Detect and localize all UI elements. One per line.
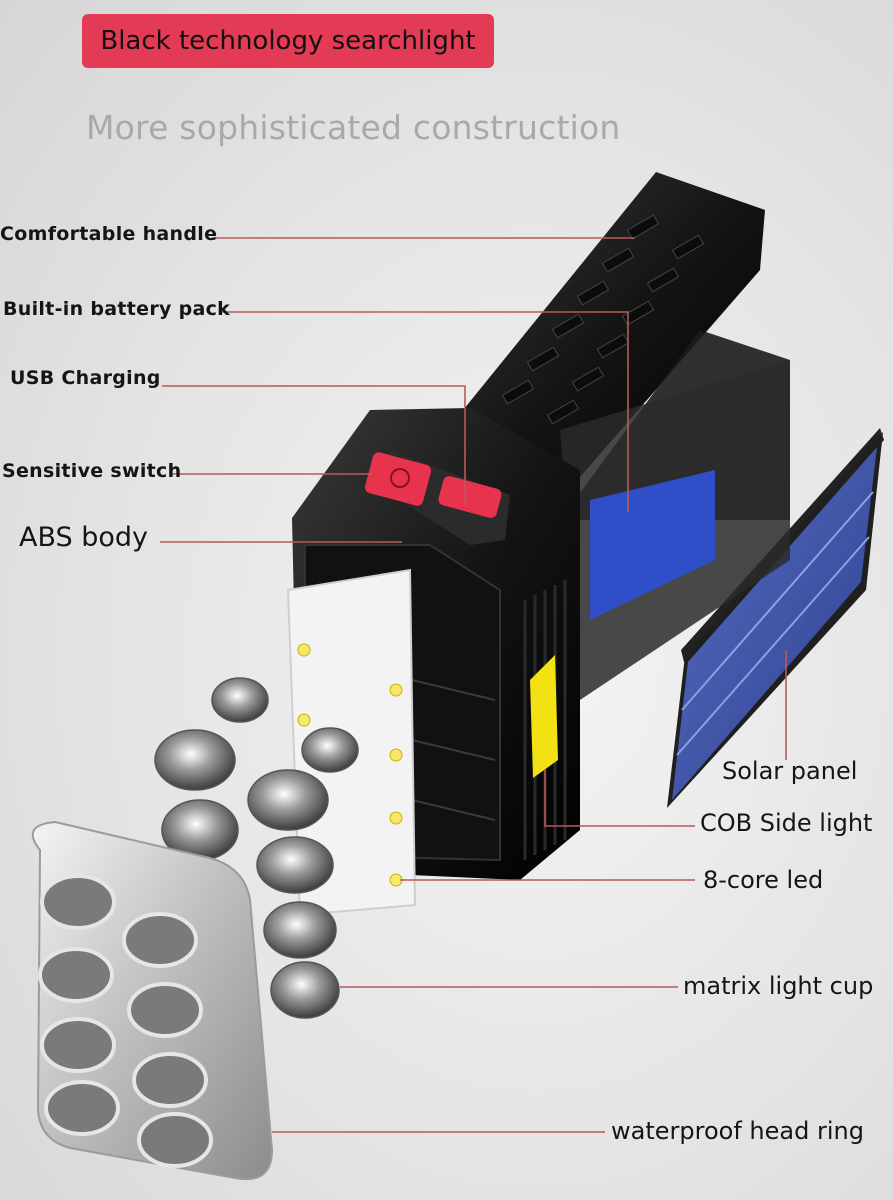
label-usb-charging: USB Charging <box>10 367 161 389</box>
label-matrix-light-cup: matrix light cup <box>683 972 874 1000</box>
label-sensitive-switch: Sensitive switch <box>2 460 182 482</box>
switch-panel <box>360 450 510 545</box>
cob-side-light <box>530 655 558 778</box>
label-solar-panel: Solar panel <box>722 757 858 785</box>
label-battery-pack: Built-in battery pack <box>3 298 231 320</box>
label-cob-side-light: COB Side light <box>700 809 873 837</box>
leader-line-cob <box>544 770 695 827</box>
leader-line-usb <box>162 385 466 505</box>
label-comfortable-handle: Comfortable handle <box>0 223 218 245</box>
leader-lines <box>160 237 787 1133</box>
label-abs-body: ABS body <box>19 522 149 553</box>
leader-line-battery <box>222 311 629 512</box>
title-badge-text: Black technology searchlight <box>100 26 476 56</box>
title-badge: Black technology searchlight <box>82 14 494 68</box>
label-8-core-led: 8-core led <box>703 866 824 894</box>
matrix-light-cup <box>154 677 359 1019</box>
label-waterproof-head-ring: waterproof head ring <box>611 1117 864 1145</box>
subtitle: More sophisticated construction <box>86 108 621 147</box>
waterproof-head-ring <box>31 820 274 1181</box>
